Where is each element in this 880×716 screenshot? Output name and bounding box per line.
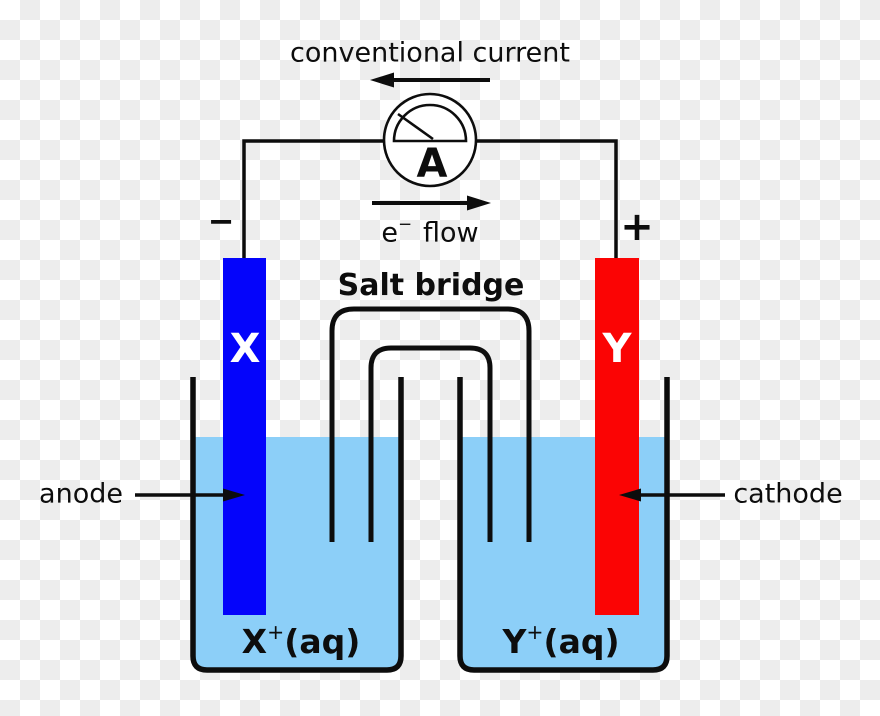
electron-flow-arrowhead bbox=[467, 195, 491, 211]
positive-terminal-sign: + bbox=[620, 204, 654, 250]
right-solution-label: Y+(aq) bbox=[502, 622, 620, 661]
ammeter-gauge-arc bbox=[392, 103, 468, 143]
anode-pointer-arrowhead bbox=[223, 488, 245, 502]
left-solution-charge-superscript: + bbox=[267, 620, 285, 644]
left-solution-ion: X bbox=[241, 622, 268, 661]
electron-charge-superscript: − bbox=[397, 213, 413, 234]
anode-electrode-x bbox=[223, 258, 266, 615]
electron-flow-label: e−flow bbox=[381, 215, 479, 249]
ammeter-letter: A bbox=[416, 141, 448, 187]
ammeter-needle bbox=[397, 112, 434, 141]
conventional-current-label: conventional current bbox=[290, 37, 570, 69]
right-solution-ion: Y bbox=[502, 622, 527, 661]
electrode-x-symbol: X bbox=[229, 326, 261, 372]
right-solution-charge-superscript: + bbox=[526, 620, 544, 644]
cathode-label: cathode bbox=[733, 478, 843, 510]
electrode-y-symbol: Y bbox=[602, 326, 632, 372]
left-beaker-outline bbox=[190, 377, 404, 673]
cathode-electrode-y bbox=[595, 258, 639, 615]
electron-symbol: e bbox=[381, 217, 398, 249]
electron-flow-word: flow bbox=[423, 217, 479, 249]
salt-bridge-outer-wall bbox=[329, 306, 532, 542]
salt-bridge-label: Salt bridge bbox=[337, 268, 525, 303]
left-solution-label: X+(aq) bbox=[241, 622, 361, 661]
conventional-current-arrowhead bbox=[370, 72, 394, 88]
left-solution-aqueous: (aq) bbox=[284, 622, 361, 661]
right-beaker-outline bbox=[457, 377, 670, 673]
right-solution-aqueous: (aq) bbox=[543, 622, 620, 661]
negative-terminal-sign: − bbox=[207, 202, 235, 240]
salt-bridge-inner-wall bbox=[368, 345, 493, 542]
cathode-pointer-arrowhead bbox=[619, 488, 641, 502]
anode-label: anode bbox=[39, 478, 123, 510]
